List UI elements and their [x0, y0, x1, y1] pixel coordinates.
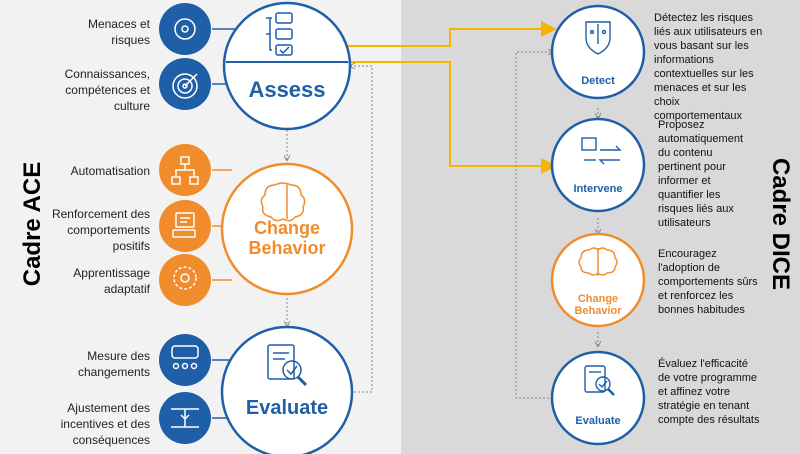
dice-change-title-line1: Change: [577, 293, 619, 305]
dice-change-title-line2: Behavior: [574, 305, 622, 317]
brain-icon-small: [578, 247, 618, 276]
brain-icon: [260, 182, 306, 222]
dice-change-desc: Encouragez l'adoption de comportements s…: [658, 248, 758, 316]
evaluate-circle: [220, 325, 354, 454]
change-behavior-title-line1: Change: [253, 218, 320, 238]
shield-circuit-icon: [585, 21, 611, 55]
reinforcement-icon: [172, 212, 196, 238]
ace-item-reinforcement: Renforcement des comportements positifs: [51, 207, 150, 253]
dice-framework-title: Cadre DICE: [767, 157, 794, 291]
dice-intervene-desc: Proposez automatiquement du contenu pert…: [658, 119, 743, 229]
target-icon: [172, 73, 198, 99]
balance-icon: [171, 408, 199, 428]
dice-evaluate-title: Evaluate: [575, 415, 621, 427]
report-magnifier-icon: [267, 344, 308, 387]
adaptive-learning-icon: [173, 266, 197, 290]
yellow-arrows: [348, 21, 557, 174]
people-measure-icon: [171, 345, 199, 370]
checklist-icon: [266, 12, 293, 56]
dice-detect-title: Detect: [581, 75, 615, 87]
change-behavior-title: Change Behavior: [228, 218, 346, 258]
dice-circles: [550, 4, 646, 446]
dice-change-behavior-title: Change Behavior: [560, 293, 636, 317]
ace-item-threats: Menaces et risques: [87, 17, 150, 47]
radiation-hazard-icon: [174, 18, 196, 40]
evaluate-title: Evaluate: [245, 397, 329, 419]
ace-item-knowledge: Connaissances, compétences et culture: [64, 67, 150, 113]
dice-connectors: [515, 52, 598, 399]
dice-evaluate-desc: Évaluez l'efficacité de votre programme …: [658, 358, 760, 426]
ace-item-adaptive-learning: Apprentissage adaptatif: [73, 266, 150, 296]
dice-detect-desc: Détectez les risques liés aux utilisateu…: [654, 12, 763, 122]
ace-small-icons: [159, 3, 211, 444]
assess-circle: [222, 1, 352, 131]
assess-title: Assess: [248, 77, 326, 102]
automation-flow-icon: [171, 156, 199, 185]
ace-item-automation: Automatisation: [70, 164, 150, 178]
ace-item-measure: Mesure des changements: [77, 349, 150, 379]
report-magnifier-icon-small: [584, 365, 615, 396]
dice-intervene-title: Intervene: [573, 183, 623, 195]
ace-item-incentives: Ajustement des incentives et des conséqu…: [60, 401, 150, 447]
change-behavior-circle: [220, 162, 354, 296]
change-behavior-title-line2: Behavior: [248, 238, 326, 258]
data-exchange-icon: [581, 137, 622, 165]
